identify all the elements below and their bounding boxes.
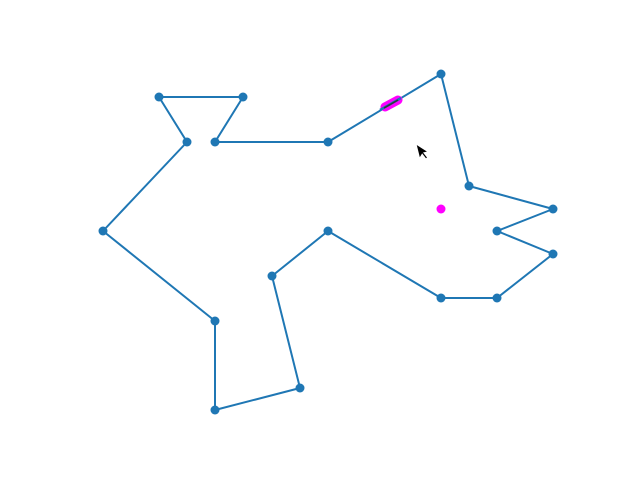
polygon-vertex[interactable] [210,137,220,147]
marker-layer [379,95,446,214]
polygon-vertex[interactable] [548,249,558,259]
polygon-vertex[interactable] [464,181,474,191]
edge-highlight-marker[interactable] [379,95,403,112]
polygon-vertex[interactable] [295,383,305,393]
polygon-vertex[interactable] [210,316,220,326]
target-point-marker[interactable] [436,204,446,214]
polygon-vertex[interactable] [492,226,502,236]
cursor-layer [415,142,430,160]
mouse-pointer-icon [415,142,430,160]
polygon-vertex[interactable] [154,92,164,102]
polygon-vertex[interactable] [267,271,277,281]
polygon-vertex[interactable] [436,69,446,79]
polygon-vertex[interactable] [436,293,446,303]
polygon-outline [102,73,554,411]
polygon-vertex[interactable] [323,226,333,236]
polygon-vertex[interactable] [492,293,502,303]
polygon-vertex[interactable] [323,137,333,147]
polygon-vertex[interactable] [98,226,108,236]
polygon-vertex[interactable] [210,405,220,415]
vertex-layer [98,69,558,415]
polygon-vertex[interactable] [182,137,192,147]
polygon-vertex[interactable] [548,204,558,214]
polygon-vertex[interactable] [238,92,248,102]
